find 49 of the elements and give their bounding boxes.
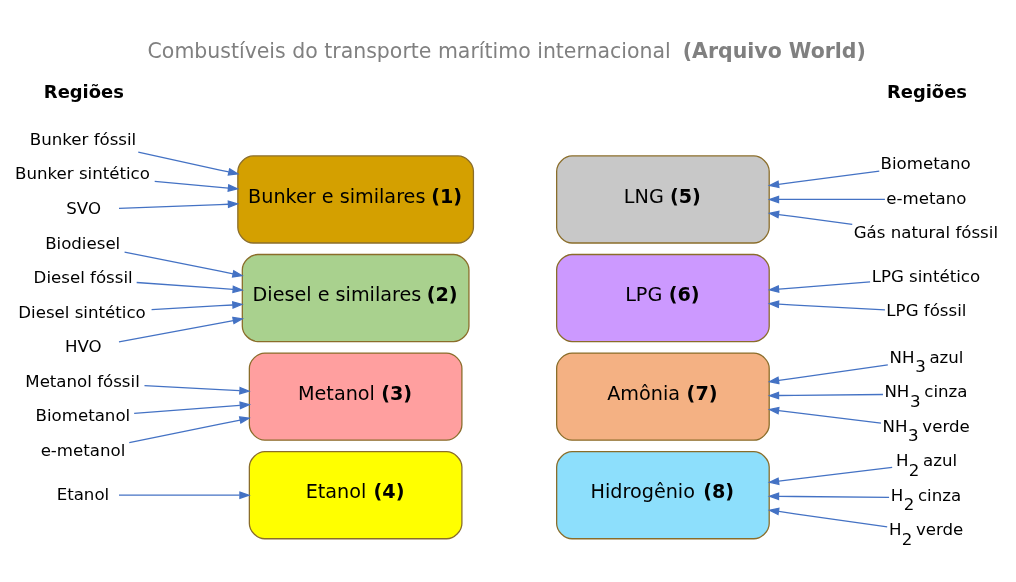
node-box: Hidrogênio (8) bbox=[556, 451, 770, 540]
node-text: HVO bbox=[64, 337, 102, 357]
arrow bbox=[150, 301, 244, 311]
arrow bbox=[118, 491, 251, 500]
arrow bbox=[767, 195, 886, 204]
arrow bbox=[767, 466, 893, 486]
node-box: Bunker e similares (1) bbox=[237, 155, 475, 244]
arrow bbox=[767, 170, 880, 189]
node-text: e-metanol bbox=[40, 441, 126, 461]
node-text: LPG sintético bbox=[871, 266, 981, 286]
node-box: Etanol (4) bbox=[248, 451, 463, 540]
arrow bbox=[767, 507, 888, 528]
arrow bbox=[154, 180, 240, 193]
node-text: Bunker sintético bbox=[15, 164, 150, 184]
node-text: Diesel fóssil bbox=[33, 268, 133, 288]
arrow bbox=[767, 300, 886, 311]
label: Regiões bbox=[43, 80, 124, 102]
node-box: Amônia (7) bbox=[556, 352, 770, 441]
arrow bbox=[118, 200, 240, 210]
node-text: Biodiesel bbox=[45, 233, 121, 253]
arrow bbox=[143, 385, 251, 395]
arrow bbox=[118, 316, 245, 343]
arrow bbox=[767, 406, 882, 424]
arrow bbox=[128, 416, 251, 444]
arrow bbox=[137, 151, 240, 176]
arrow bbox=[123, 251, 244, 278]
node-box: LPG (6) bbox=[556, 253, 770, 343]
node-box: Diesel e similares (2) bbox=[241, 253, 470, 343]
node-text: Metanol fóssil bbox=[25, 371, 140, 391]
arrow bbox=[767, 364, 889, 385]
node-text: Biometanol bbox=[35, 406, 131, 426]
node-box: Metanol (3) bbox=[248, 352, 463, 441]
diagram-title: Combustíveis do transporte marítimo internacional (Arquivo World) bbox=[147, 39, 866, 64]
arrow bbox=[767, 492, 890, 501]
node-text: Diesel sintético bbox=[18, 302, 146, 322]
arrow bbox=[767, 210, 853, 225]
node-text: LPG fóssil bbox=[886, 301, 967, 321]
label: Regiões bbox=[887, 80, 967, 102]
node-text: Gás natural fóssil bbox=[853, 223, 999, 243]
node-text: Etanol bbox=[56, 484, 110, 504]
node-text: SVO bbox=[66, 199, 101, 219]
node-text: Bunker fóssil bbox=[29, 129, 137, 149]
node-text: e-metano bbox=[886, 188, 967, 208]
node-box: LNG (5) bbox=[556, 155, 770, 244]
arrow bbox=[767, 391, 884, 400]
arrow bbox=[767, 281, 871, 294]
arrow bbox=[133, 401, 252, 415]
arrow bbox=[136, 281, 244, 294]
node-text: Biometano bbox=[880, 154, 971, 174]
